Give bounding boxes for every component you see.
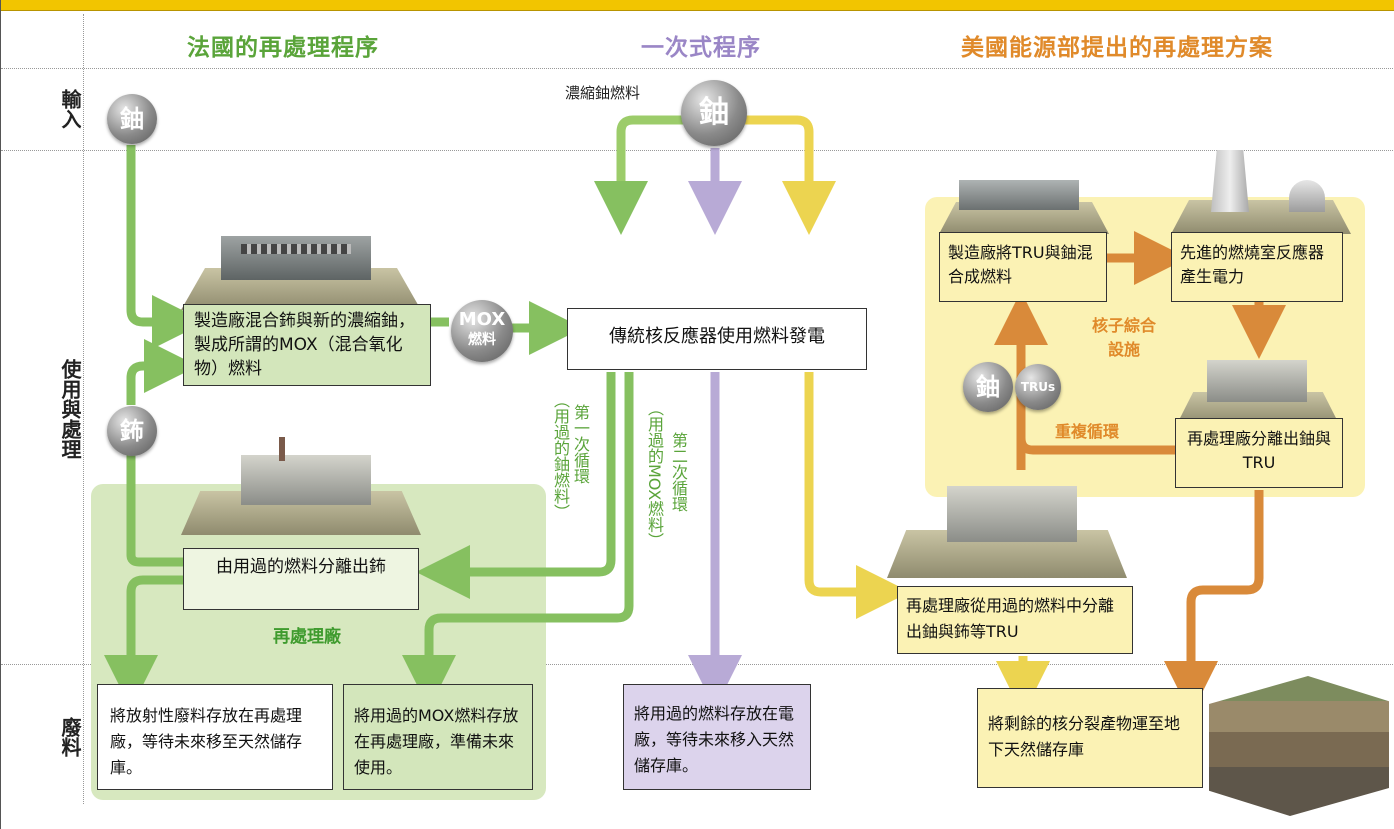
arrow-plutonium-to-fab bbox=[126, 339, 198, 405]
usdoe-reprocess-box: 再處理廠從用過的燃料中分離出鈾與鈽等TRU bbox=[897, 586, 1133, 654]
arrow-recycle bbox=[1016, 410, 1175, 455]
mox-badge-top: MOX bbox=[458, 309, 506, 330]
usdoe-uranium-badge: 鈾 bbox=[963, 362, 1013, 412]
usdoe-separate-box: 再處理廠分離出鈾與TRU bbox=[1175, 418, 1343, 488]
heading-france: 法國的再處理程序 bbox=[187, 35, 379, 61]
conventional-reactor-box: 傳統核反應器使用燃料發電 bbox=[567, 308, 867, 370]
france-uranium-badge: 鈾 bbox=[107, 94, 157, 144]
france-waste-box-2: 將用過的MOX燃料存放在再處理廠，準備未來使用。 bbox=[343, 684, 533, 790]
once-uranium-badge: 鈾 bbox=[681, 80, 747, 146]
arrow-separate-to-waste bbox=[104, 575, 183, 709]
france-plant-label: 再處理廠 bbox=[273, 627, 341, 647]
arrow-cycle-1 bbox=[416, 372, 616, 599]
reactor-illustration-usdoe bbox=[1171, 150, 1351, 234]
separation-illustration-usdoe bbox=[1177, 352, 1339, 424]
once-through-waste-box: 將用過的燃料存放在電廠，等待未來移入天然儲存庫。 bbox=[623, 684, 811, 790]
recycle-label: 重複循環 bbox=[1055, 422, 1120, 441]
reprocessing-illustration-france bbox=[181, 437, 421, 535]
arrow-separate-to-plutonium bbox=[126, 430, 183, 567]
factory-illustration-france bbox=[181, 228, 421, 310]
mox-fuel-badge: MOX 燃料 bbox=[451, 300, 513, 362]
france-plutonium-badge: 鈽 bbox=[107, 406, 157, 456]
row-label-divider bbox=[83, 14, 84, 804]
france-waste-box-1: 將放射性廢料存放在再處理廠，等待未來移至天然儲存庫。 bbox=[97, 684, 333, 790]
row-label-use: 使用與處理 bbox=[58, 359, 82, 459]
arrow-cycle-2 bbox=[402, 372, 634, 709]
cycle-2-label: 第二次循環 bbox=[669, 432, 688, 512]
france-separate-box: 由用過的燃料分離出鈽 bbox=[183, 548, 419, 610]
usdoe-tru-badge: TRUs bbox=[1015, 364, 1061, 410]
cycle-2-sublabel: （用過的MOX燃料） bbox=[645, 400, 664, 549]
enriched-uranium-label: 濃縮鈾燃料 bbox=[565, 84, 641, 102]
factory-illustration-usdoe bbox=[939, 176, 1109, 234]
row-label-input: 輸入 bbox=[58, 89, 82, 129]
nuclear-complex-label: 核子綜合設施 bbox=[1091, 316, 1156, 359]
repository-illustration bbox=[1209, 676, 1389, 816]
input-divider bbox=[1, 150, 1394, 151]
top-bar bbox=[1, 0, 1394, 11]
usdoe-fab-box: 製造廠將TRU與鈾混合成燃料 bbox=[939, 232, 1107, 302]
cycle-1-sublabel: （用過的鈾燃料） bbox=[551, 392, 570, 520]
arrow-separate-to-repository bbox=[1164, 490, 1264, 715]
arrow-uranium-to-fab bbox=[126, 145, 206, 349]
cycle-1-label: 第一次循環 bbox=[571, 404, 590, 484]
heading-once-through: 一次式程序 bbox=[641, 35, 761, 61]
arrow-reactor-to-reprocess bbox=[804, 372, 910, 619]
france-fab-box: 製造廠混合鈽與新的濃縮鈾，製成所謂的MOX（混合氧化物）燃料 bbox=[183, 304, 431, 386]
heading-usdoe: 美國能源部提出的再處理方案 bbox=[961, 35, 1273, 61]
mox-badge-bottom: 燃料 bbox=[468, 332, 496, 348]
reprocess-illustration-usdoe bbox=[887, 478, 1127, 578]
header-divider bbox=[1, 68, 1394, 69]
row-label-waste: 廢料 bbox=[58, 717, 82, 757]
usdoe-repository-box: 將剩餘的核分裂產物運至地下天然儲存庫 bbox=[977, 688, 1203, 788]
arrow-input-to-france bbox=[594, 115, 691, 235]
usdoe-reactor-box: 先進的燃燒室反應器產生電力 bbox=[1171, 232, 1343, 302]
arrow-input-to-usdoe bbox=[741, 115, 836, 235]
